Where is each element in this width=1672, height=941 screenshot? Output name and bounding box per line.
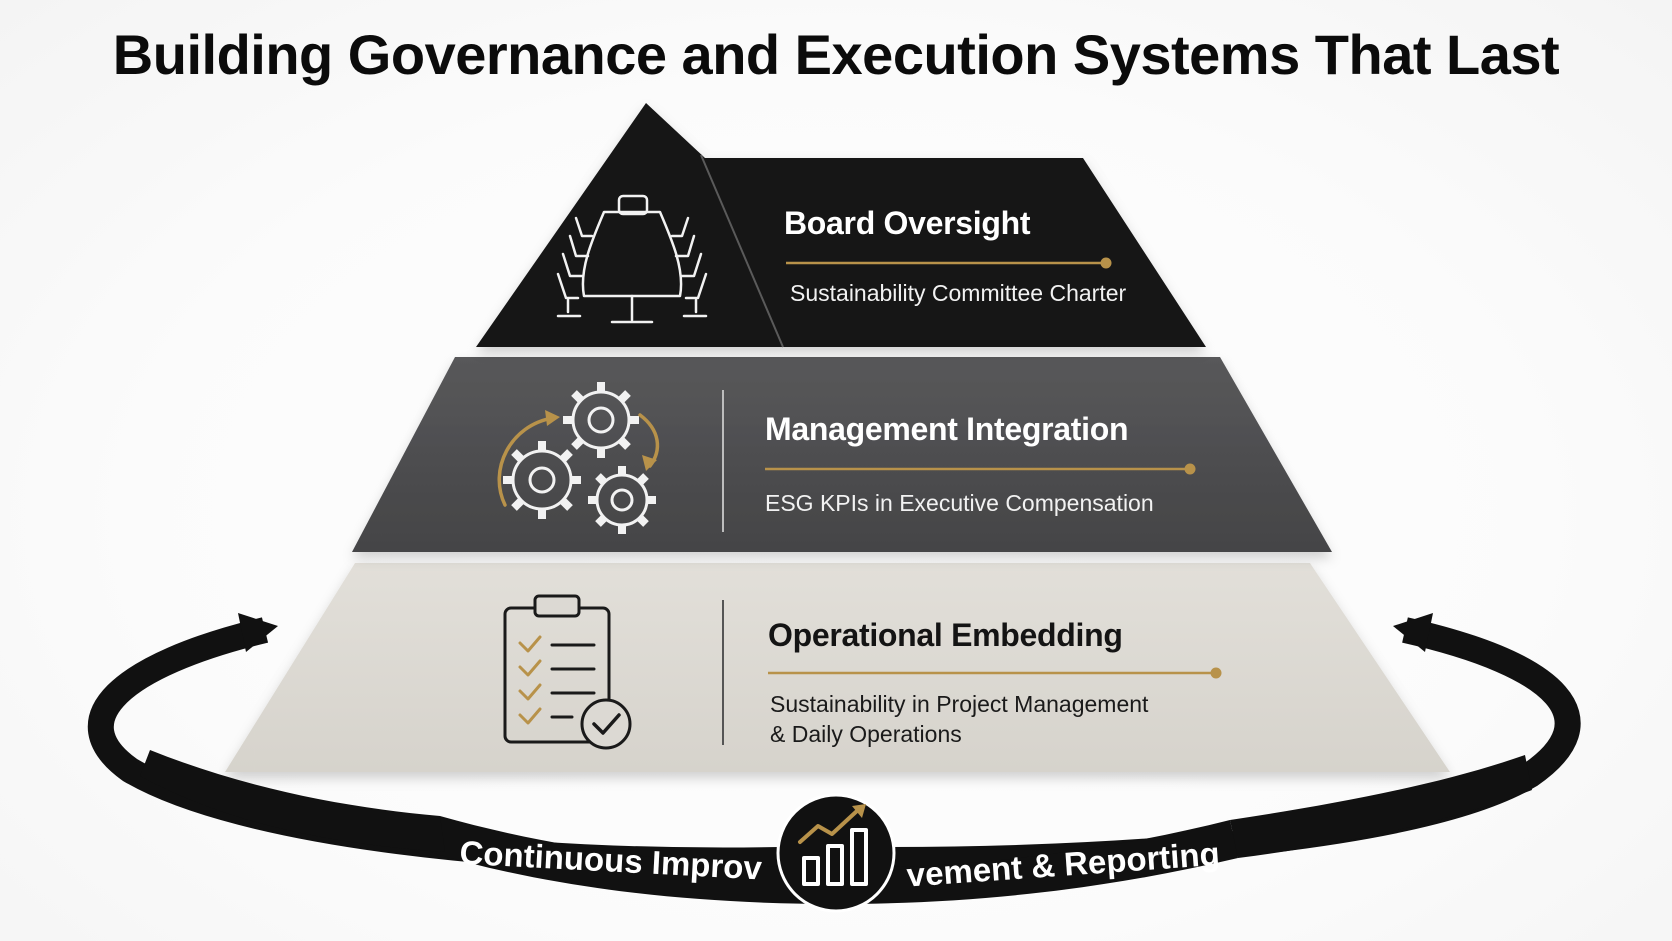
tier2-subtitle: ESG KPIs in Executive Compensation	[765, 490, 1154, 516]
tier1-accent-dot	[1100, 257, 1112, 269]
tier1-subtitle: Sustainability Committee Charter	[790, 280, 1127, 306]
tier2-accent-dot	[1184, 463, 1196, 475]
tier3-accent-dot	[1210, 667, 1222, 679]
page-title: Building Governance and Execution System…	[113, 23, 1559, 86]
rotating-gears-icon	[503, 382, 656, 534]
tier2-title: Management Integration	[765, 411, 1128, 447]
checklist-clipboard-icon	[503, 594, 632, 750]
tier1-title: Board Oversight	[784, 205, 1031, 241]
tier1-panel	[476, 103, 1206, 347]
loop-front-band: Continuous Improv vement & Reporting	[140, 750, 1532, 913]
loop-band	[430, 816, 1238, 904]
tier3-subtitle-line2: & Daily Operations	[770, 721, 962, 747]
loop-band-right	[1230, 755, 1532, 858]
tier1-divider	[700, 154, 784, 348]
loop-text-left: Continuous Improv	[459, 834, 764, 887]
tier-management-integration: Management Integration ESG KPIs in Execu…	[352, 357, 1332, 552]
loop-arrowhead-left	[238, 613, 278, 652]
tier-board-oversight: Board Oversight Sustainability Committee…	[476, 103, 1206, 348]
rotation-arrows-icon	[497, 410, 660, 507]
loop-band-left	[140, 750, 445, 852]
boardroom-table-icon	[556, 194, 708, 324]
tier-operational-embedding: Operational Embedding Sustainability in …	[225, 563, 1450, 772]
tier3-subtitle-line1: Sustainability in Project Management	[770, 691, 1149, 717]
growth-chart-icon	[776, 793, 896, 913]
loop-arrowhead-right	[1393, 613, 1433, 652]
tier2-panel	[352, 357, 1332, 552]
tier3-title: Operational Embedding	[768, 617, 1123, 653]
